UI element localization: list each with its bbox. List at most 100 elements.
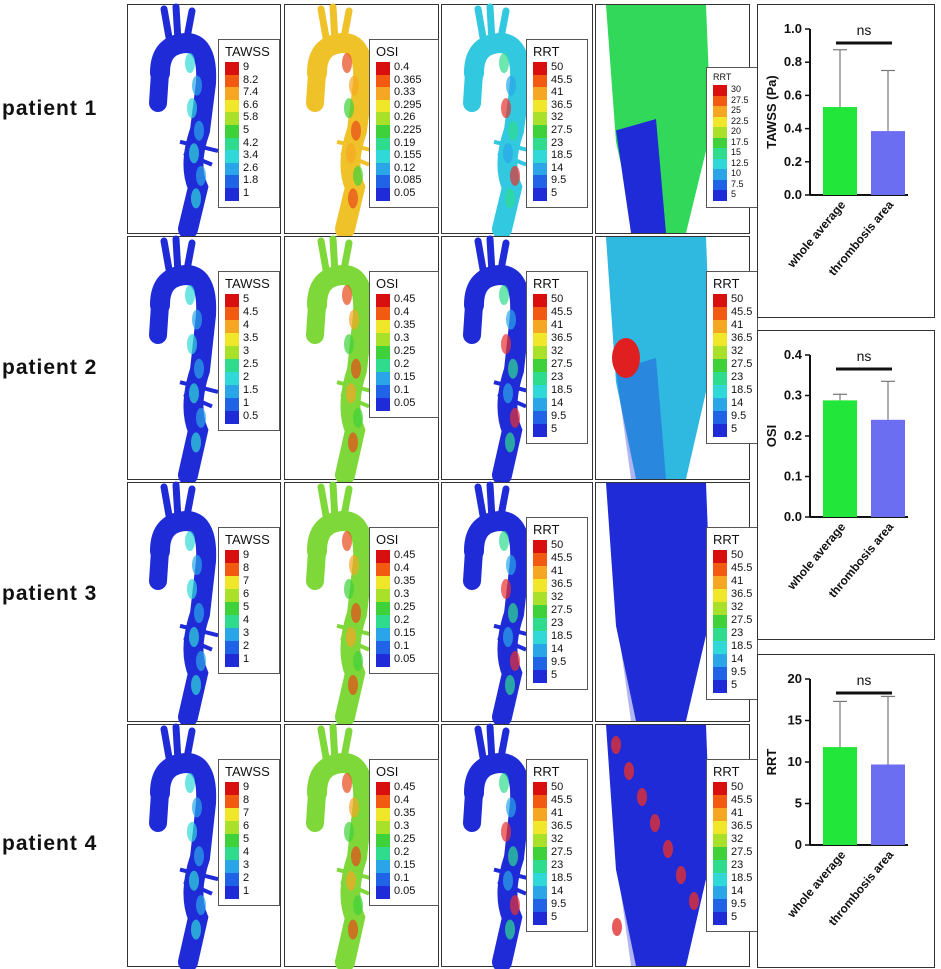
colorbar-swatch xyxy=(376,873,390,886)
vessel-model xyxy=(149,235,219,485)
colorbar-swatch xyxy=(225,372,239,385)
colorbar-tick-label: 23 xyxy=(551,859,564,871)
colorbar-swatch xyxy=(533,333,547,346)
colorbar-tick-label: 0.1 xyxy=(394,640,410,652)
colorbar-tick-label: 7.5 xyxy=(731,178,744,189)
colorbar-tick-label: 1 xyxy=(243,397,250,409)
colorbar-swatch xyxy=(533,873,547,886)
y-tick-label: 5 xyxy=(795,796,802,811)
colorbar-tick-label: 0.2 xyxy=(394,846,410,858)
colorbar-tick-label: 14 xyxy=(731,653,744,665)
colorbar-tick-label: 45.5 xyxy=(731,306,753,318)
vessel-model xyxy=(463,3,533,239)
colorbar-swatch xyxy=(713,899,727,912)
colorbar-tick-label: 0.19 xyxy=(394,136,416,149)
colorbar-tick-label: 1 xyxy=(243,187,250,199)
colorbar-tick-label: 8.2 xyxy=(243,73,259,86)
colorbar-tick-label: 17.5 xyxy=(731,136,749,147)
colorbar-swatch xyxy=(533,618,547,631)
colorbar-swatch xyxy=(533,307,547,320)
colorbar-swatch xyxy=(376,346,390,359)
colorbar-swatch xyxy=(533,74,547,88)
colorbar-tick-label: 9.5 xyxy=(731,898,747,910)
patient-label: patient 3 xyxy=(2,582,98,605)
colorbar-swatch xyxy=(713,834,727,847)
colorbar-swatch xyxy=(533,424,547,437)
colorbar-swatch xyxy=(713,808,727,821)
colorbar-swatch xyxy=(533,112,547,125)
colorbar-swatch xyxy=(533,670,547,683)
colorbar-gradient xyxy=(376,294,390,411)
colorbar-tick-label: 0.4 xyxy=(394,306,410,318)
colorbar-tick-label: 6 xyxy=(243,820,250,832)
colorbar-tick-label: 0.05 xyxy=(394,397,416,409)
colorbar-swatch xyxy=(713,667,727,680)
colorbar-swatch xyxy=(225,847,239,860)
colorbar-swatch xyxy=(533,137,547,151)
vessel-render xyxy=(606,483,711,721)
colorbar-swatch xyxy=(225,137,239,151)
colorbar-swatch xyxy=(713,333,727,346)
vessel-model xyxy=(306,723,376,969)
thrombosis-spot xyxy=(612,338,640,378)
colorbar-swatch xyxy=(713,320,727,333)
colorbar-swatch xyxy=(225,782,239,795)
colorbar-tick-label: 5 xyxy=(551,911,558,923)
colorbar-tick-label: 36.5 xyxy=(551,98,573,111)
colorbar-swatch xyxy=(533,808,547,821)
colorbar-tick-label: 0.33 xyxy=(394,86,416,99)
colorbar-swatch xyxy=(225,628,239,641)
colorbar-tick-label: 18.5 xyxy=(731,872,753,884)
y-tick-label: 0.2 xyxy=(784,428,802,443)
colorbar-tick-label: 3.4 xyxy=(243,149,259,162)
colorbar-swatch xyxy=(225,411,239,424)
colorbar-swatch xyxy=(376,372,390,385)
colorbar-swatch xyxy=(376,795,390,808)
colorbar-tick-label: 10 xyxy=(731,168,742,178)
colorbar-tick-label: 3.5 xyxy=(243,332,259,344)
vessel-zoom xyxy=(606,483,711,721)
colorbar-tick-label: 32 xyxy=(551,591,564,603)
colorbar-swatch xyxy=(225,563,239,576)
colorbar-swatch xyxy=(376,782,390,795)
vessel-render xyxy=(149,3,219,239)
colorbar-swatch xyxy=(533,385,547,398)
colorbar-tick-label: 41 xyxy=(551,565,564,577)
colorbar-swatch xyxy=(376,821,390,834)
colorbar-tick-label: 0.45 xyxy=(394,549,416,561)
colorbar-tick-label: 0.35 xyxy=(394,807,416,819)
colorbar-tick-label: 30 xyxy=(731,84,742,94)
colorbar-swatch xyxy=(225,307,239,320)
colorbar-tick-label: 0.45 xyxy=(394,781,416,793)
colorbar-swatch xyxy=(533,886,547,899)
colorbar-tick-label: 4 xyxy=(243,319,250,331)
colorbar-tick-label: 0.2 xyxy=(394,358,410,370)
colorbar-swatch xyxy=(225,860,239,873)
y-tick-label: 20 xyxy=(788,671,802,686)
vessel-render xyxy=(463,235,533,485)
colorbar-tick-label: 27.5 xyxy=(731,846,753,858)
colorbar-swatch xyxy=(533,320,547,333)
colorbar-tick-label: 1.8 xyxy=(243,174,259,187)
colorbar-swatch xyxy=(713,680,727,693)
colorbar-tick-label: 32 xyxy=(731,833,744,845)
colorbar-tick-label: 4.2 xyxy=(243,136,259,149)
colorbar-swatch xyxy=(376,602,390,615)
colorbar-swatch xyxy=(376,385,390,398)
colorbar-tick-label: 36.5 xyxy=(551,332,573,344)
colorbar-swatch xyxy=(713,179,727,190)
colorbar-title: OSI xyxy=(376,764,399,779)
colorbar-tick-label: 45.5 xyxy=(551,73,573,86)
colorbar-title: RRT xyxy=(533,44,560,59)
colorbar-swatch xyxy=(225,62,239,75)
colorbar-tick-label: 9.5 xyxy=(551,410,567,422)
colorbar-tick-label: 14 xyxy=(551,161,564,174)
colorbar-swatch xyxy=(376,294,390,307)
